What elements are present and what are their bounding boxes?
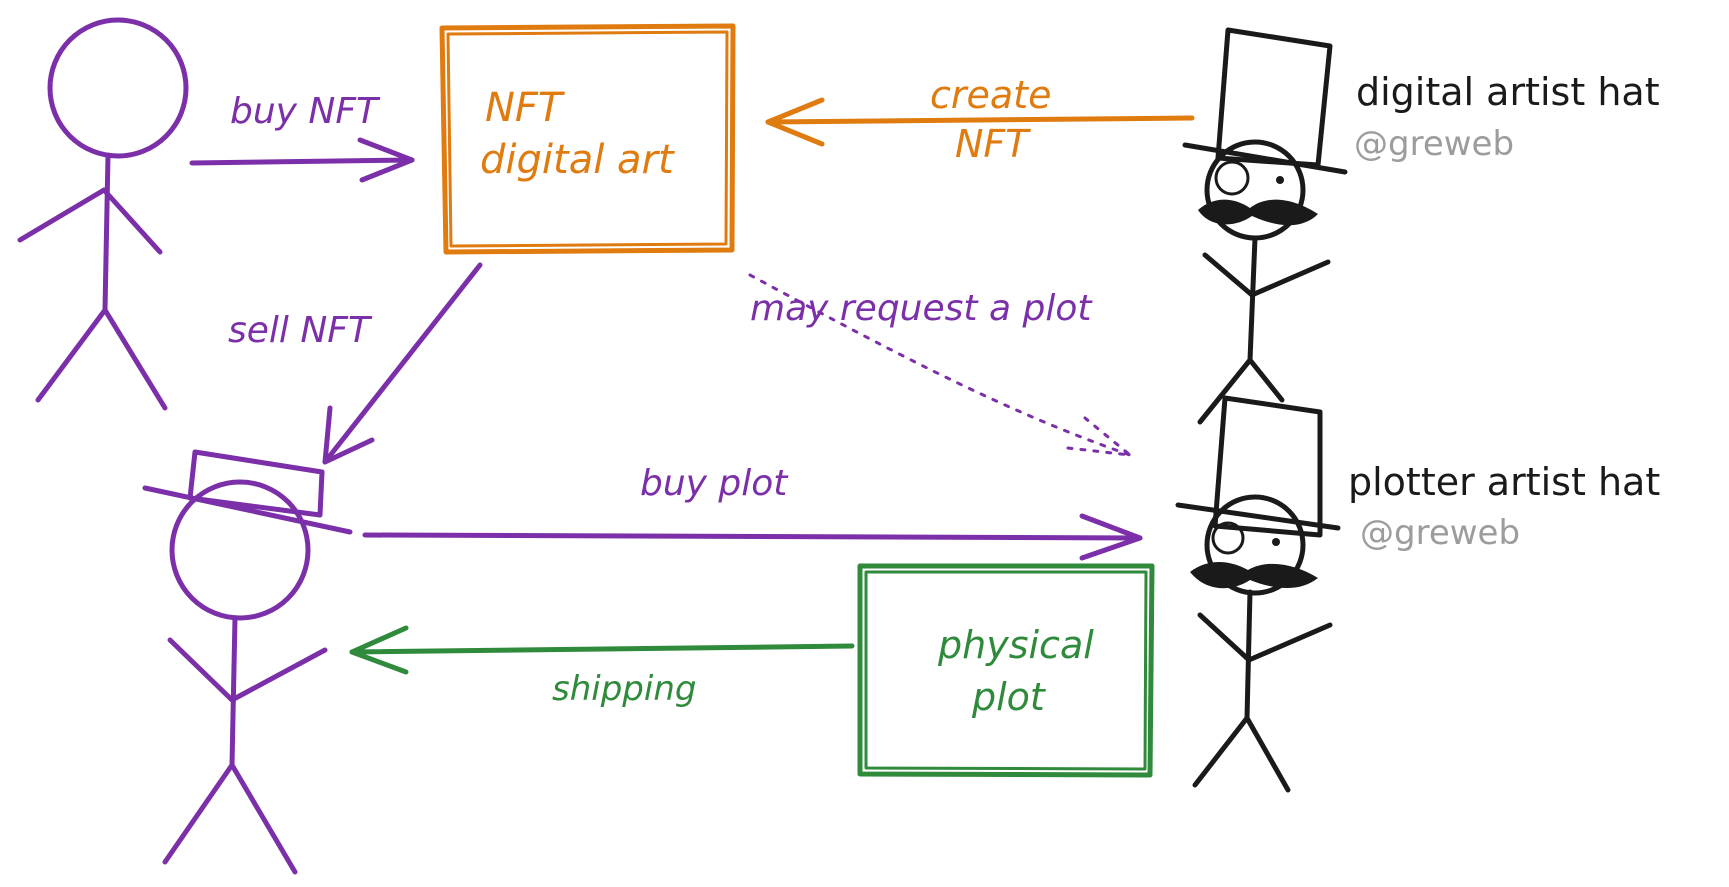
nft-box-subtitle: digital art bbox=[480, 137, 675, 183]
create-nft-label-line2: NFT bbox=[955, 122, 1031, 166]
buy-nft-label: buy NFT bbox=[230, 91, 381, 132]
buy-plot-label: buy plot bbox=[640, 463, 789, 504]
may-request-plot-label: may request a plot bbox=[750, 288, 1093, 329]
plotter-artist-handle: @greweb bbox=[1360, 513, 1520, 553]
sell-nft-label: sell NFT bbox=[228, 310, 373, 351]
physical-plot-box: physical plot bbox=[857, 563, 1155, 778]
may-request-plot-arrow: may request a plot bbox=[748, 273, 1132, 457]
digital-artist-label: digital artist hat bbox=[1356, 70, 1660, 114]
digital-artist-stick-figure: digital artist hat @greweb bbox=[1182, 27, 1660, 425]
plotter-artist-label: plotter artist hat bbox=[1348, 460, 1660, 504]
collector-stick-figure bbox=[17, 17, 189, 411]
sell-nft-arrow: sell NFT bbox=[228, 262, 483, 465]
physical-box-subtitle: plot bbox=[971, 675, 1047, 719]
buy-nft-arrow: buy NFT bbox=[189, 91, 415, 183]
physical-box-title: physical bbox=[937, 623, 1094, 667]
digital-artist-handle: @greweb bbox=[1354, 124, 1514, 164]
create-nft-arrow: create NFT bbox=[765, 73, 1195, 166]
plotter-artist-stick-figure: plotter artist hat @greweb bbox=[1175, 395, 1660, 793]
shipping-arrow: shipping bbox=[349, 625, 855, 709]
plot-buyer-stick-figure bbox=[142, 449, 353, 875]
shipping-label: shipping bbox=[552, 669, 696, 709]
buy-plot-arrow: buy plot bbox=[362, 463, 1143, 561]
nft-box-title: NFT bbox=[485, 85, 566, 131]
nft-digital-art-box: NFT digital art bbox=[439, 23, 736, 255]
create-nft-label-line1: create bbox=[930, 73, 1051, 117]
